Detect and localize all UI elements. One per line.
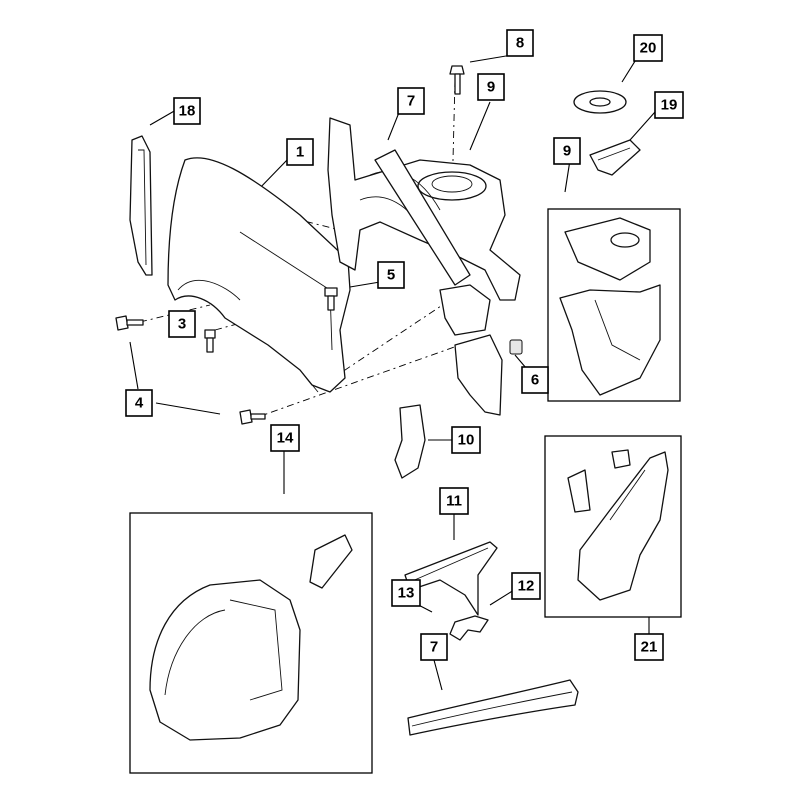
callout-label: 18: [179, 103, 196, 120]
fender-seal-strip-part: [129, 135, 153, 276]
front-fender-part: [167, 157, 351, 393]
callout-label: 9: [487, 79, 495, 96]
callout-label: 8: [516, 35, 524, 52]
callout-1: 1: [286, 138, 314, 166]
bracket-part-12: [449, 615, 489, 641]
rail-part-7: [407, 679, 579, 736]
callout-14: 14: [270, 424, 300, 452]
callout-13: 13: [391, 579, 421, 607]
inner-apron-assembly-part: [327, 117, 523, 416]
callout-label: 14: [277, 430, 294, 447]
bolt-part-8: [449, 65, 465, 95]
bracket-part-19: [589, 139, 641, 176]
callout-8: 8: [506, 29, 534, 57]
callout-19: 19: [654, 91, 684, 119]
callout-4: 4: [125, 389, 153, 417]
callout-21: 21: [634, 633, 664, 661]
callout-label: 21: [641, 639, 658, 656]
callout-18: 18: [173, 97, 201, 125]
callout-11: 11: [439, 487, 469, 515]
callout-9-top: 9: [477, 73, 505, 101]
callout-label: 11: [446, 493, 462, 510]
shock-tower-detail-part: [559, 217, 661, 396]
detail-frame-21: [544, 435, 682, 618]
fastener-bolts: [115, 287, 338, 425]
detail-frame-14: [129, 512, 373, 774]
callout-label: 4: [135, 395, 144, 412]
callout-6: 6: [521, 366, 549, 394]
callout-7-bottom: 7: [420, 633, 448, 661]
callout-label: 20: [640, 40, 657, 57]
callout-label: 19: [661, 97, 678, 114]
callout-label: 1: [296, 144, 304, 161]
callout-12: 12: [511, 572, 541, 600]
callout-10: 10: [451, 426, 481, 454]
wheelhouse-liner-part: [149, 534, 353, 741]
callout-label: 13: [398, 585, 415, 602]
seal-washer-part: [573, 90, 627, 114]
callout-label: 5: [387, 267, 395, 284]
callout-3: 3: [168, 310, 196, 338]
callout-label: 9: [563, 143, 571, 160]
callout-label: 12: [518, 578, 535, 595]
detail-frame-9: [547, 208, 681, 402]
callout-label: 10: [458, 432, 475, 449]
bracket-part-10: [394, 404, 426, 479]
callout-label: 6: [531, 372, 539, 389]
callout-9-right: 9: [553, 137, 581, 165]
callout-label: 7: [407, 93, 415, 110]
callout-label: 7: [430, 639, 438, 656]
callout-20: 20: [633, 34, 663, 62]
callout-label: 3: [178, 316, 186, 333]
callout-7-top: 7: [397, 87, 425, 115]
pillar-reinforcement-part: [567, 449, 669, 601]
callout-5: 5: [377, 261, 405, 289]
